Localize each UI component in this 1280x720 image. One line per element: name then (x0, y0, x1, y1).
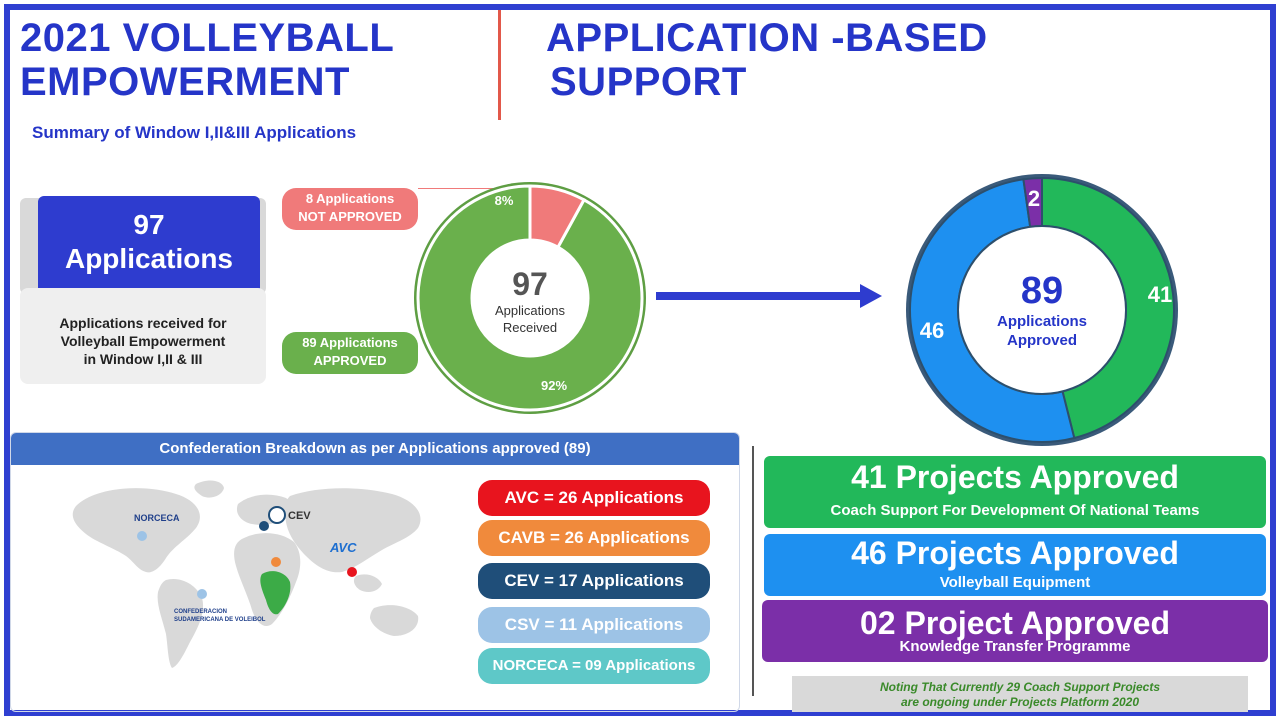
approved-donut-hole (957, 225, 1127, 395)
project-knowledge-subtitle: Knowledge Transfer Programme (899, 638, 1131, 655)
title-left-line2: EMPOWERMENT (20, 60, 350, 104)
conf-pill-avc: AVC = 26 Applications (478, 480, 710, 516)
summary-count-box: 97 Applications (38, 196, 260, 294)
summary-desc-line3: in Window I,II & III (83, 351, 203, 367)
summary-desc-line2: Volleyball Empowerment (60, 333, 226, 349)
confederation-header: Confederation Breakdown as per Applicati… (11, 433, 739, 465)
header-divider (498, 10, 501, 120)
map-label-csv-line2: SUDAMERICANA DE VOLEIBOL (174, 617, 266, 623)
title-right-line2: SUPPORT (550, 60, 747, 104)
csv-dot (197, 589, 207, 599)
note-line1: Noting That Currently 29 Coach Support P… (879, 680, 1161, 694)
not-approved-line2: NOT APPROVED (298, 209, 402, 224)
pct-not-approved: 8% (494, 193, 514, 208)
world-map (72, 480, 421, 668)
project-coach-title: 41 Projects Approved (851, 459, 1179, 495)
project-knowledge-title: 02 Project Approved (859, 605, 1170, 641)
map-label-norceca: NORCECA (134, 513, 180, 523)
received-donut (414, 182, 646, 414)
conf-pill-csv: CSV = 11 Applications (478, 607, 710, 643)
not-approved-leader (418, 188, 498, 189)
ongoing-projects-note: Noting That Currently 29 Coach Support P… (792, 676, 1248, 712)
received-donut-not-approved-segment (528, 184, 586, 250)
page-frame (4, 4, 1276, 716)
seg-purple-label: 2 (1027, 186, 1041, 211)
summary-desc-line1: Applications received for (59, 315, 227, 331)
title-left: 2021 VOLLEYBALL EMPOWERMENT (20, 16, 480, 104)
cavb-dot (271, 557, 281, 567)
project-card-knowledge: 02 Project Approved Knowledge Transfer P… (762, 600, 1268, 662)
project-card-equipment: 46 Projects Approved Volleyball Equipmen… (764, 534, 1266, 596)
title-right-line1: APPLICATION -BASED (546, 16, 988, 60)
conf-pill-cavb: CAVB = 26 Applications (478, 520, 710, 556)
africa-highlight (260, 571, 291, 615)
conf-pill-norceca: NORCECA = 09 Applications (478, 648, 710, 684)
cev-logo-icon (268, 506, 286, 524)
norceca-dot (137, 531, 147, 541)
seg-green-label: 41 (1147, 282, 1173, 307)
approved-center-label2: Approved (1006, 332, 1077, 349)
approved-line2: APPROVED (313, 353, 387, 368)
not-approved-pill: 8 Applications NOT APPROVED (282, 188, 418, 230)
map-label-cev: CEV (288, 510, 311, 522)
map-label-avc: AVC (330, 540, 357, 555)
approved-center-value: 89 (1020, 270, 1064, 312)
project-card-coach: 41 Projects Approved Coach Support For D… (764, 456, 1266, 528)
right-arrow-icon (656, 284, 882, 308)
approved-donut-center: 89 Applications Approved (982, 270, 1102, 350)
received-donut-center: 97 Applications Received (480, 266, 580, 336)
received-center-label2: Received (502, 320, 558, 335)
subtitle: Summary of Window I,II&III Applications (32, 123, 357, 142)
project-equipment-title: 46 Projects Approved (851, 535, 1179, 571)
conf-pill-cev: CEV = 17 Applications (478, 563, 710, 599)
approved-donut (906, 174, 1178, 446)
title-right: APPLICATION -BASED SUPPORT (546, 16, 1106, 104)
map-label-csv-line1: CONFEDERACION (174, 609, 228, 615)
map-label-csv: CONFEDERACION SUDAMERICANA DE VOLEIBOL (174, 608, 265, 624)
approved-center-label1: Applications (996, 313, 1087, 330)
pct-approved: 92% (540, 378, 568, 393)
not-approved-line1: 8 Applications (305, 191, 395, 206)
title-left-line1: 2021 VOLLEYBALL (20, 16, 395, 60)
note-line2: are ongoing under Projects Platform 2020 (900, 695, 1140, 709)
summary-count: 97 (133, 209, 165, 240)
section-divider (752, 446, 754, 696)
cev-dot (259, 521, 269, 531)
summary-description: Applications received for Volleyball Emp… (20, 288, 266, 384)
project-equipment-subtitle: Volleyball Equipment (939, 574, 1091, 591)
avc-dot (347, 567, 357, 577)
confederation-panel: Confederation Breakdown as per Applicati… (10, 432, 740, 712)
received-donut-hole (472, 240, 588, 356)
approved-line1: 89 Applications (302, 335, 398, 350)
summary-count-label: Applications (64, 243, 233, 274)
approved-pill: 89 Applications APPROVED (282, 332, 418, 374)
project-coach-subtitle: Coach Support For Development Of Nationa… (830, 502, 1200, 519)
seg-blue-label: 46 (919, 318, 945, 343)
received-center-label1: Applications (494, 303, 566, 318)
received-center-value: 97 (512, 266, 548, 302)
